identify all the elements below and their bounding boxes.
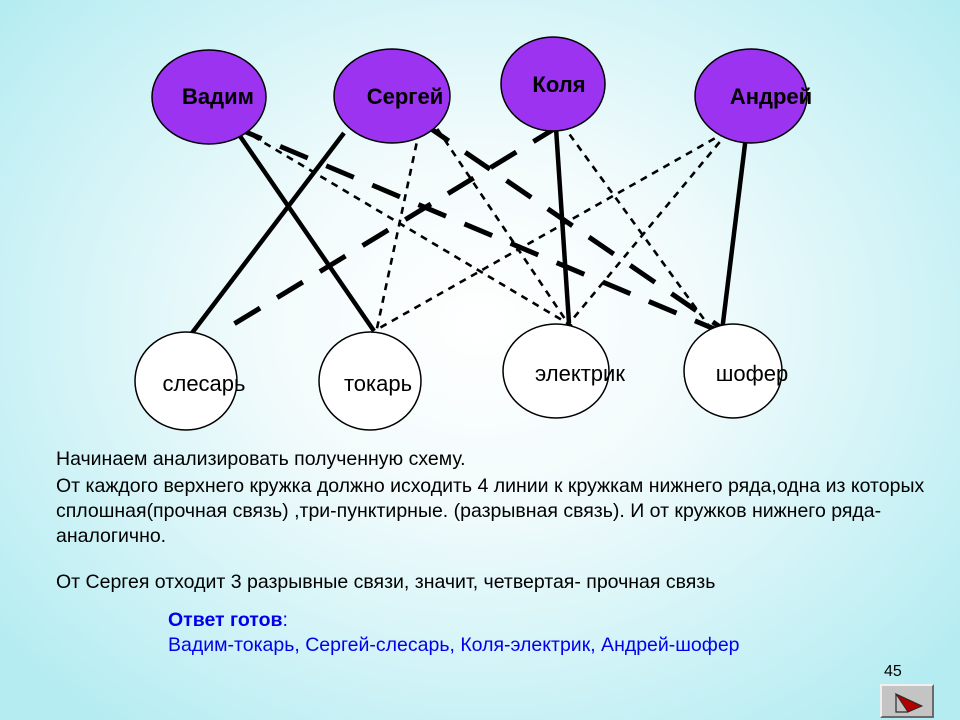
node-kolya-circle: [500, 36, 606, 132]
nodes-layer: Вадим Сергей Коля Андрей слесарь токарь электр…: [134, 36, 812, 431]
edge-sergey-tokar-dashed: [374, 117, 424, 334]
edge-kolya-slesar-dashed: [227, 123, 561, 330]
node-slesar: слесарь: [134, 331, 246, 431]
node-vadim: Вадим: [151, 49, 267, 145]
relationship-diagram: Вадим Сергей Коля Андрей слесарь токарь электр…: [134, 36, 812, 431]
answer-heading: Ответ готов:: [168, 608, 740, 633]
edge-kolya-shofer-dashed: [560, 123, 716, 334]
node-shofer-circle: [683, 323, 783, 419]
node-tokar-circle: [318, 331, 422, 431]
node-slesar-circle: [134, 331, 238, 431]
answer-text: Вадим-токарь, Сергей-слесарь, Коля-элект…: [168, 634, 740, 656]
back-arrow-icon: [894, 692, 924, 713]
node-shofer: шофер: [683, 323, 788, 419]
edge-andrey-shofer-solid: [719, 135, 749, 332]
node-shofer-label: шофер: [716, 361, 788, 386]
node-elektrik-circle: [502, 323, 610, 419]
node-andrey-circle: [694, 48, 808, 144]
back-button[interactable]: [880, 684, 934, 718]
edge-sergey-shofer-dashed: [422, 121, 728, 334]
node-elektrik: электрик: [502, 323, 625, 419]
node-andrey-label: Андрей: [730, 84, 812, 109]
node-andrey: Андрей: [694, 48, 812, 144]
answer-block: Ответ готов: Вадим-токарь, Сергей-слесар…: [168, 608, 740, 658]
node-slesar-label: слесарь: [162, 371, 245, 396]
edge-andrey-tokar-dashed: [375, 130, 727, 332]
node-vadim-label: Вадим: [182, 84, 254, 109]
edge-sergey-slesar-solid: [190, 131, 346, 335]
answer-colon: :: [282, 609, 288, 631]
node-kolya-label: Коля: [532, 72, 585, 97]
page-number: 45: [884, 663, 902, 680]
node-tokar: токарь: [318, 331, 422, 431]
node-sergey: Сергей: [333, 48, 451, 144]
edge-vadim-elektrik-dashed: [230, 121, 573, 328]
node-sergey-circle: [333, 48, 451, 144]
edge-andrey-elektrik-dashed: [565, 131, 730, 327]
edge-vadim-tokar-solid: [229, 121, 376, 333]
edge-vadim-shofer-dashed: [233, 124, 725, 336]
edge-sergey-elektrik-dashed: [428, 117, 573, 329]
answer-title: Ответ готов: [168, 609, 283, 631]
node-sergey-label: Сергей: [367, 84, 443, 109]
node-tokar-label: токарь: [344, 371, 412, 396]
node-vadim-circle: [151, 49, 267, 145]
rule-explanation-text: От каждого верхнего кружка должно исходи…: [56, 475, 925, 547]
node-elektrik-label: электрик: [535, 361, 625, 386]
edges-layer: [190, 117, 749, 336]
analysis-intro-text: Начинаем анализировать полученную схему.: [56, 448, 466, 470]
node-kolya: Коля: [500, 36, 606, 132]
sergey-conclusion-text: От Сергея отходит 3 разрывные связи, зна…: [56, 571, 716, 593]
